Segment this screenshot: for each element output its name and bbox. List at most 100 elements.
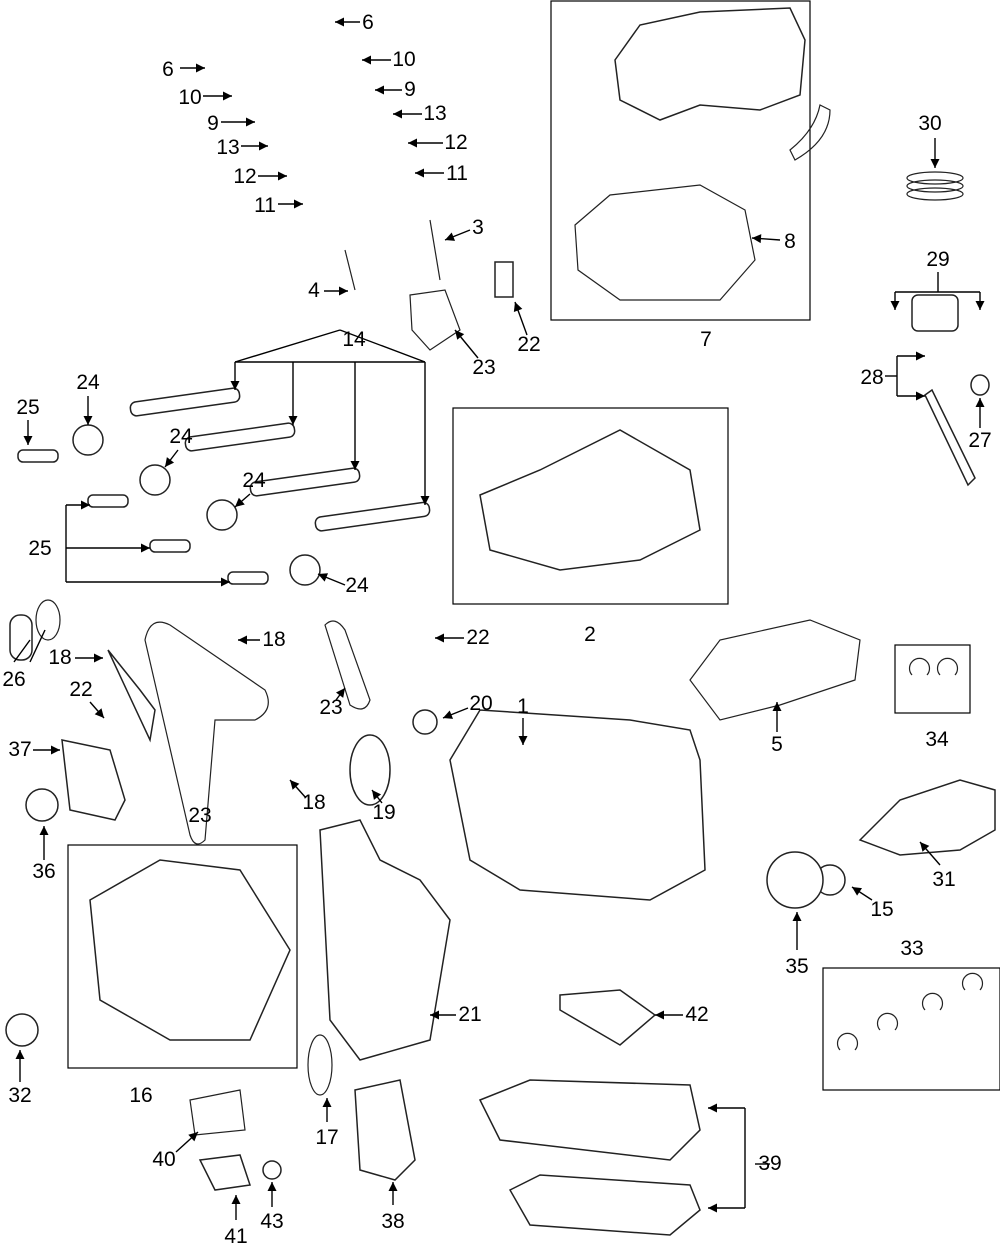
arrowhead <box>930 159 940 168</box>
arrowhead <box>655 1010 664 1020</box>
callout-24: 24 <box>242 469 266 492</box>
arrowhead <box>318 573 329 582</box>
head-gasket <box>689 619 861 721</box>
crankshaft <box>858 779 996 856</box>
arrowhead <box>420 496 430 505</box>
arrowhead <box>916 351 925 361</box>
piston-ring <box>906 187 964 201</box>
callout-40: 40 <box>152 1148 175 1171</box>
arrowhead <box>23 436 33 445</box>
valve-cover <box>614 7 806 121</box>
arrowhead <box>322 1098 332 1107</box>
tensioner-gasket <box>35 599 61 641</box>
callout-4: 4 <box>308 279 320 302</box>
callout-41: 41 <box>224 1225 247 1247</box>
arrowhead <box>375 85 384 95</box>
callout-22: 22 <box>466 626 489 649</box>
arrowhead <box>518 736 528 745</box>
oil-strainer <box>559 989 657 1046</box>
breather-hose <box>789 104 831 161</box>
rod-bearing <box>970 374 990 396</box>
arrowhead <box>362 55 371 65</box>
callout-9: 9 <box>404 78 416 101</box>
callout-34: 34 <box>925 728 949 751</box>
callout-15: 15 <box>870 898 893 921</box>
timing-chain <box>409 289 461 351</box>
cylinder-head <box>479 429 701 571</box>
chain-tensioner <box>494 261 514 298</box>
callout-10: 10 <box>392 48 415 71</box>
callout-23: 23 <box>472 356 495 379</box>
leader-lines <box>13 17 985 1220</box>
arrowhead <box>278 171 287 181</box>
arrowhead <box>916 391 925 401</box>
plug <box>412 709 438 735</box>
arrowhead <box>975 301 985 310</box>
callout-38: 38 <box>381 1210 404 1233</box>
callout-31: 31 <box>932 868 955 891</box>
callout-16: 16 <box>129 1084 152 1107</box>
arrowhead <box>372 790 382 800</box>
group-boxes <box>67 0 1000 1091</box>
callout-42: 42 <box>685 1003 708 1026</box>
arrowhead <box>235 497 245 507</box>
arrowhead <box>141 543 150 553</box>
callout-5: 5 <box>771 733 783 756</box>
callout-11: 11 <box>446 162 468 185</box>
group-box-34 <box>894 644 971 714</box>
crank-seal <box>5 1013 39 1047</box>
callout-21: 21 <box>458 1003 481 1026</box>
timing-chain <box>324 620 371 710</box>
arrowhead <box>188 1132 198 1142</box>
gasket <box>189 1089 246 1136</box>
arrowhead <box>83 416 93 425</box>
camshaft <box>314 501 431 532</box>
arrowhead <box>430 1010 439 1020</box>
connecting-rod <box>924 388 976 487</box>
callout-26: 26 <box>2 668 25 691</box>
callout-6: 6 <box>362 11 374 34</box>
callout-23: 23 <box>188 804 211 827</box>
callout-22: 22 <box>69 678 92 701</box>
group-box-2 <box>452 407 729 605</box>
cam-gear <box>139 464 171 496</box>
arrowhead <box>231 1195 241 1204</box>
callout-27: 27 <box>968 429 991 452</box>
oil-control-valve <box>149 539 191 553</box>
callout-10: 10 <box>178 86 201 109</box>
main-bearing <box>921 992 944 1011</box>
main-bearing <box>876 1012 899 1031</box>
oil-control-valve <box>17 449 59 463</box>
oil-control-valve <box>87 494 129 508</box>
arrowhead <box>196 63 205 73</box>
callout-6: 6 <box>162 58 174 81</box>
callout-35: 35 <box>785 955 808 978</box>
arrowhead <box>39 826 49 835</box>
thrust-washer <box>908 657 931 676</box>
tensioner-cover <box>9 614 33 661</box>
arrowhead <box>246 117 255 127</box>
callout-24: 24 <box>169 425 193 448</box>
bracket <box>198 1154 251 1191</box>
bracket-line <box>234 329 341 363</box>
arrowhead <box>94 708 104 718</box>
timing-cover <box>319 819 451 1061</box>
main-bearing <box>836 1032 859 1051</box>
arrowhead <box>350 461 360 470</box>
arrowhead <box>975 398 985 407</box>
camshaft <box>129 387 241 417</box>
thrust-washer <box>936 657 959 676</box>
callout-14: 14 <box>342 328 366 351</box>
arrowhead <box>513 302 523 312</box>
arrowhead <box>393 109 402 119</box>
piston-ring <box>906 171 964 185</box>
arrowhead <box>336 688 345 698</box>
callout-19: 19 <box>372 801 395 824</box>
arrowhead <box>15 1050 25 1059</box>
callout-30: 30 <box>918 112 941 135</box>
arrowhead <box>221 577 230 587</box>
callout-29: 29 <box>926 248 949 271</box>
bolt <box>262 1160 282 1180</box>
oil-pan-upper <box>478 1079 701 1161</box>
